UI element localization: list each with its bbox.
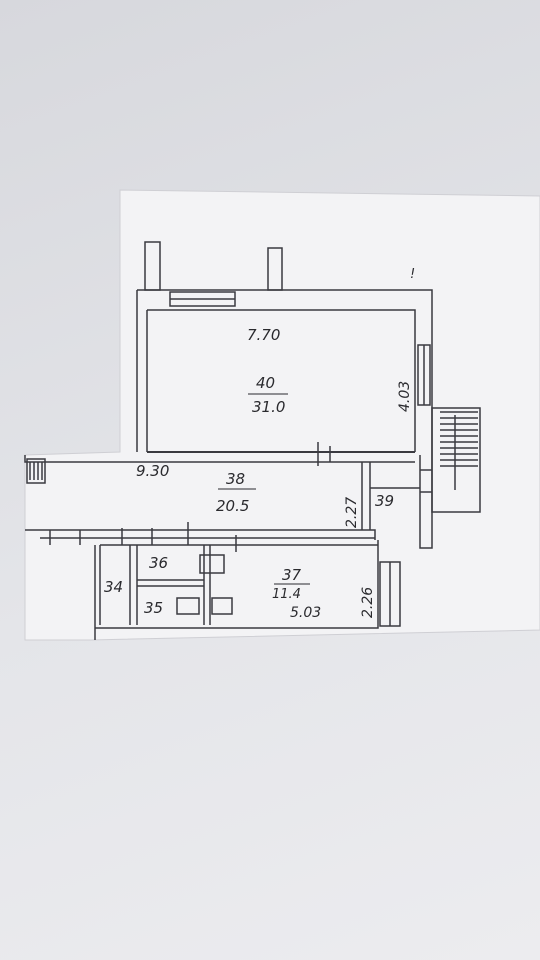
dim-height-403: 4.03 [397, 381, 413, 412]
room-38-area: 20.5 [216, 497, 249, 515]
dim-height-227: 2.27 [344, 497, 360, 528]
corridor-end-hatch [26, 458, 46, 484]
stair-block [431, 407, 481, 513]
room-37-area: 11.4 [272, 587, 301, 602]
dim-width-930: 9.30 [136, 462, 169, 480]
room-38-number: 38 [226, 470, 245, 488]
wall-post-right [267, 247, 283, 291]
paper-sheet [24, 189, 540, 641]
room-40-number: 40 [256, 374, 275, 392]
fixture-35 [176, 597, 200, 615]
room-38-walls [24, 455, 415, 540]
bottom-rooms-outer [94, 540, 379, 640]
room-40-inner-wall [146, 309, 416, 452]
fixture-37 [211, 597, 233, 615]
dim-width-top: 7.70 [247, 326, 280, 344]
room-40-area: 31.0 [252, 398, 285, 416]
room-40-outer-wall [136, 289, 433, 549]
fixture-36 [199, 554, 225, 574]
room-36-number: 36 [149, 554, 168, 572]
wall-lines [24, 241, 481, 640]
dim-width-503: 5.03 [290, 605, 321, 621]
room-39-number: 39 [375, 492, 394, 510]
room-34-number: 34 [104, 578, 123, 596]
room-35-number: 35 [144, 599, 163, 617]
dim-height-226: 2.26 [360, 587, 376, 618]
wall-post-left [144, 241, 161, 291]
room-37-number: 37 [282, 566, 302, 584]
corner-mark: ! [410, 267, 415, 282]
